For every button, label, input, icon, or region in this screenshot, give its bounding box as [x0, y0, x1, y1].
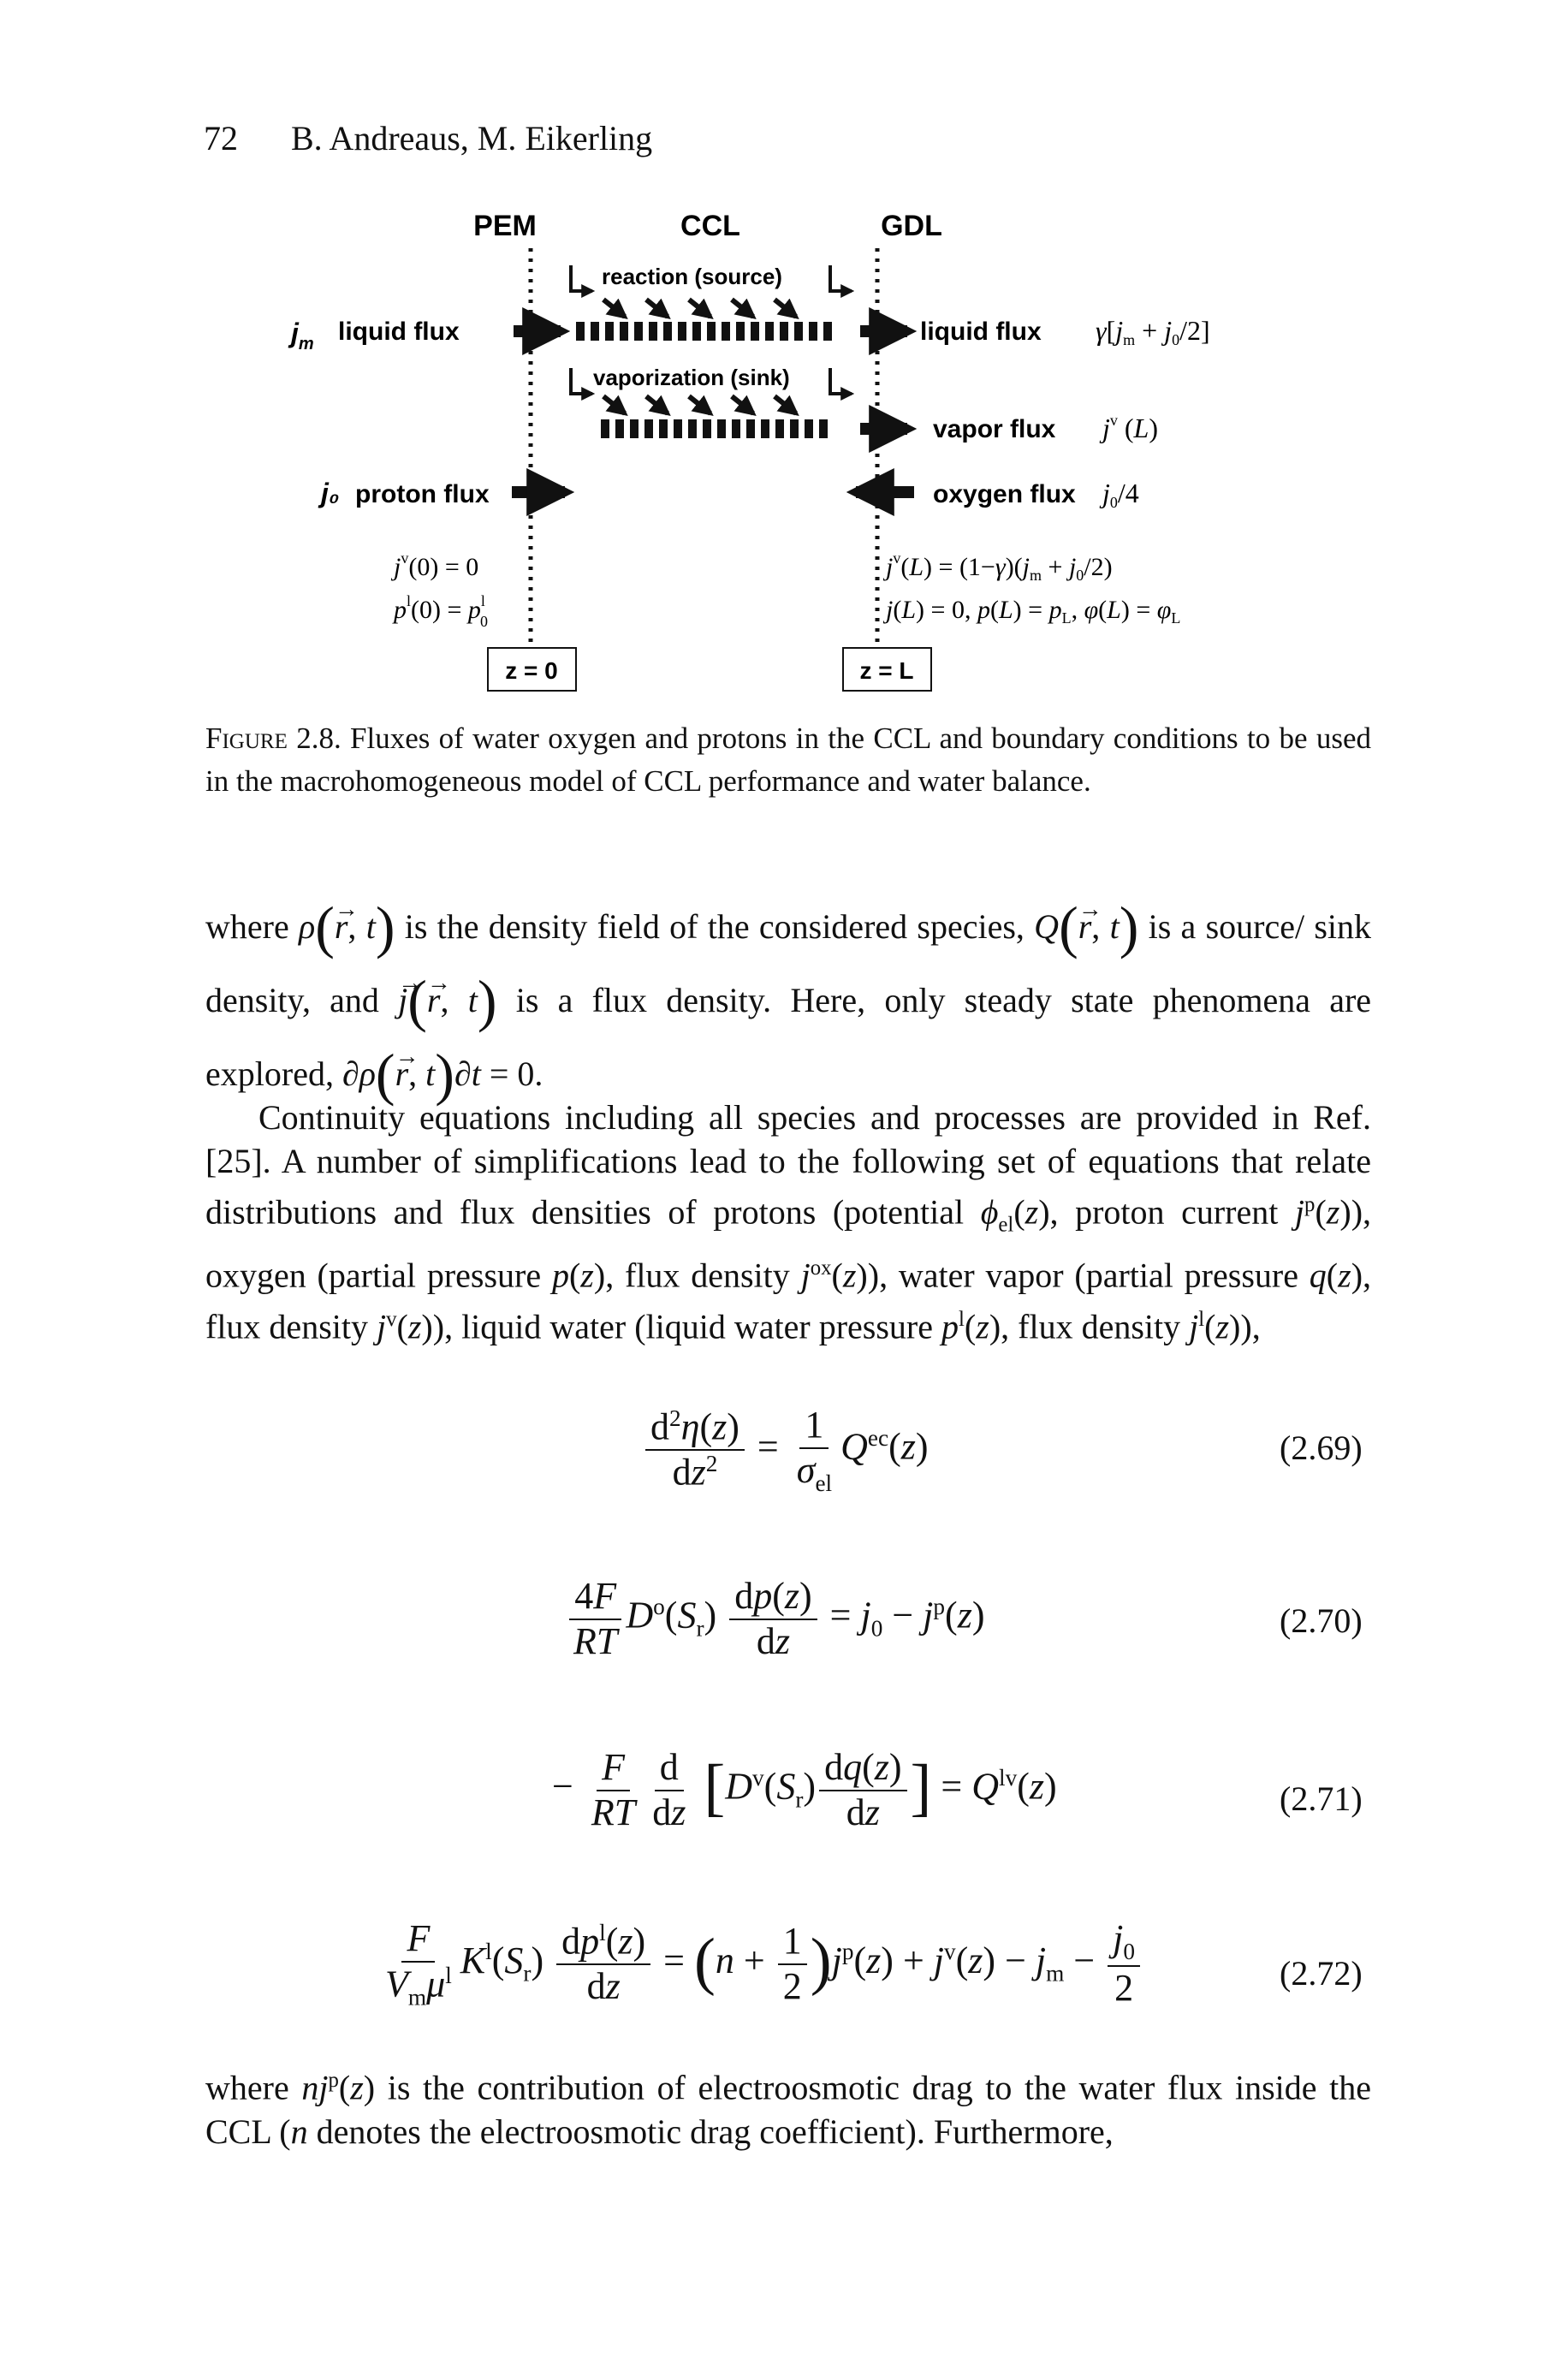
running-header: 72 B. Andreaus, M. Eikerling	[204, 118, 652, 158]
page-number: 72	[204, 119, 238, 157]
caption-text: Fluxes of water oxygen and protons in th…	[205, 722, 1372, 798]
paragraph-3: where njp(z) is the contribution of elec…	[205, 2068, 1371, 2152]
bc-right-1: jv(L) = (1−γ)(jm + j0/2)	[882, 549, 1113, 584]
j0-label: j₀	[318, 478, 340, 508]
authors: B. Andreaus, M. Eikerling	[291, 119, 653, 157]
equation-number: (2.69)	[1280, 1429, 1363, 1467]
z0-box	[487, 647, 577, 692]
zl-label: z = L	[859, 657, 913, 684]
proton-flux: proton flux	[355, 480, 490, 508]
col-gdl: GDL	[881, 210, 942, 242]
figure-2-8: PEM CCL GDL reaction (source) jm liquid …	[288, 210, 1210, 692]
equation-number: (2.71)	[1280, 1779, 1363, 1818]
caption-number: 2.8.	[296, 722, 342, 755]
vapor-flux-expr: jv (L)	[1099, 412, 1158, 443]
paragraph-1: where ρ(r, t) is the density field of th…	[205, 873, 1371, 1112]
paragraph-2: Continuity equations including all speci…	[205, 1098, 1372, 1345]
bc-right-2: j(L) = 0, p(L) = pL, φ(L) = φL	[882, 596, 1180, 627]
col-pem: PEM	[473, 210, 537, 242]
liquid-flux-right: liquid flux	[920, 318, 1042, 346]
source-arrows	[602, 297, 799, 319]
bc-left-1: jv(0) = 0	[390, 549, 478, 581]
oxygen-flux-expr: j0/4	[1099, 478, 1139, 511]
oxygen-flux: oxygen flux	[933, 480, 1076, 508]
sink-arrows	[602, 394, 799, 416]
col-ccl: CCL	[680, 210, 740, 242]
jm-label: jm	[288, 318, 314, 353]
liquid-flux-expr: γ[jm + j0/2]	[1096, 315, 1210, 348]
vapor-flux: vapor flux	[933, 415, 1056, 443]
figure-caption: Figure 2.8. Fluxes of water oxygen and p…	[205, 717, 1371, 803]
equation-number: (2.70)	[1280, 1601, 1363, 1640]
reaction-label: reaction (source)	[602, 264, 782, 289]
z0-label: z = 0	[505, 657, 557, 684]
equation-number: (2.72)	[1280, 1954, 1363, 1993]
caption-label: Figure	[205, 722, 288, 755]
liquid-flux-left: liquid flux	[338, 318, 460, 346]
vaporization-label: vaporization (sink)	[593, 365, 790, 390]
zl-box	[842, 647, 932, 692]
